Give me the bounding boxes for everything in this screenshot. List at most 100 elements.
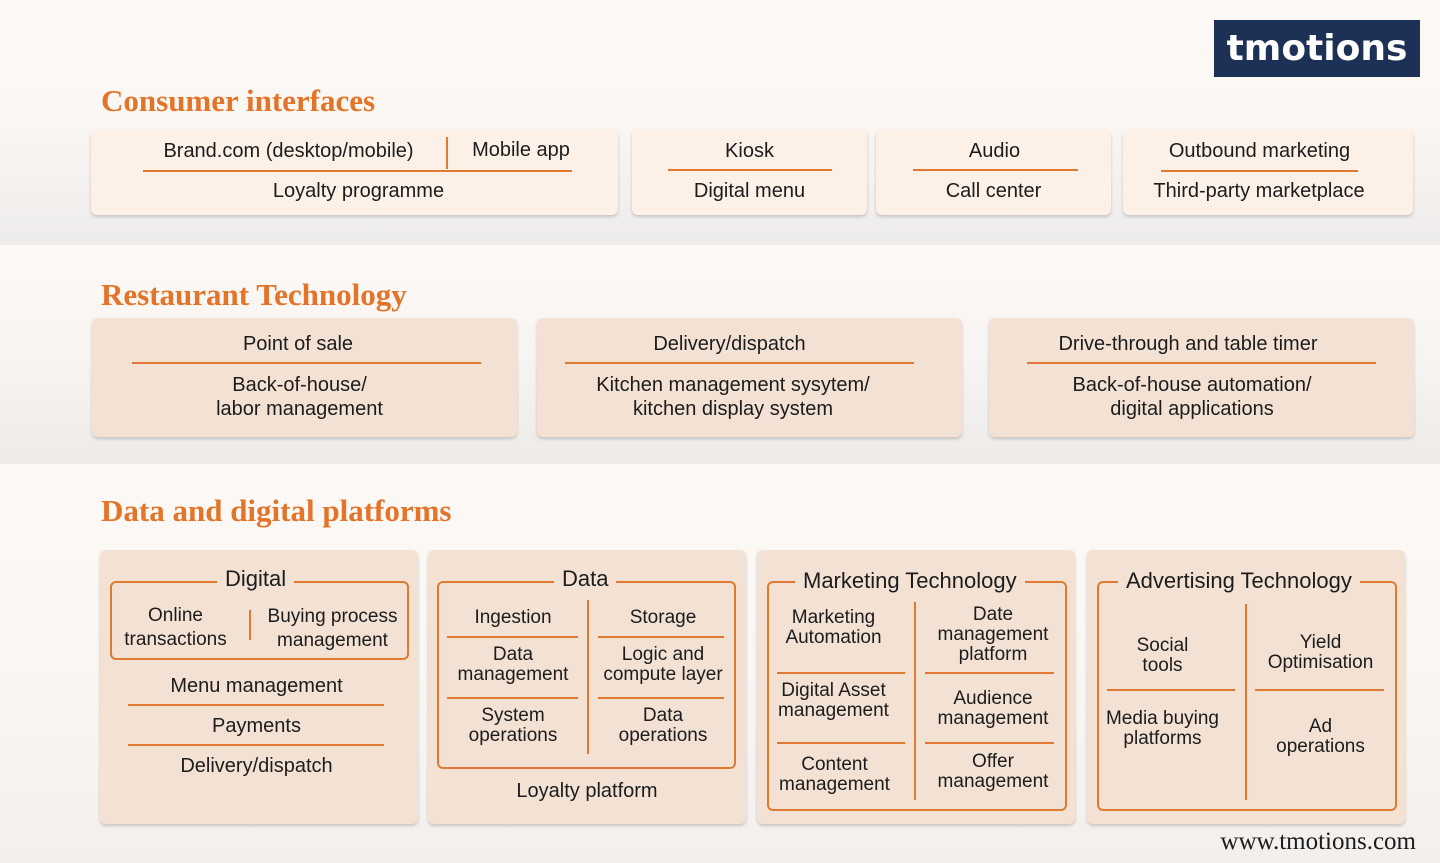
card-kiosk: Kiosk Digital menu (632, 129, 867, 215)
boha-line-1: Back-of-house automation/ (1072, 374, 1312, 396)
ingestion-label: Ingestion (474, 607, 552, 628)
tmotions-logo: tmotions (1214, 20, 1420, 77)
consumer-title: Consumer interfaces (101, 83, 376, 118)
restaurant-title: Restaurant Technology (101, 277, 407, 312)
card-adtech: Advertising Technology Social tools Yiel… (1087, 550, 1405, 824)
divider-h (447, 636, 578, 638)
divider-h (598, 697, 724, 699)
divider-h (913, 169, 1078, 171)
dmp-line-3: platform (958, 644, 1028, 665)
loyalty-platform-label: Loyalty platform (516, 780, 658, 802)
data-platforms-title: Data and digital platforms (101, 493, 452, 528)
social-line-2: tools (1142, 655, 1183, 676)
kms-line-2: kitchen display system (632, 398, 834, 420)
cm-line-1: Content (801, 754, 868, 775)
cm-line-2: management (779, 774, 890, 795)
martech-title: Marketing Technology (795, 568, 1025, 594)
card-brand: Brand.com (desktop/mobile) Mobile app Lo… (91, 129, 618, 215)
audio-label: Audio (968, 140, 1021, 162)
logo-text: tmotions (1226, 28, 1408, 69)
digital-menu-label: Digital menu (693, 180, 806, 202)
online-line-1: Online (148, 605, 203, 626)
delivery-dispatch-label: Delivery/dispatch (180, 755, 333, 777)
website-url[interactable]: www.tmotions.com (1220, 828, 1416, 855)
divider-h (447, 697, 578, 699)
adops-line-1: Ad (1308, 716, 1333, 737)
dmp-line-2: management (937, 624, 1049, 645)
divider-h (143, 170, 572, 172)
card-pos: Point of sale Back-of-house/ labor manag… (92, 318, 517, 437)
dam-line-1: Digital Asset (781, 680, 886, 701)
card-drive: Drive-through and table timer Back-of-ho… (989, 318, 1414, 437)
online-line-2: transactions (124, 629, 227, 650)
kiosk-label: Kiosk (725, 140, 774, 162)
divider-h (668, 169, 832, 171)
divider-h (598, 636, 724, 638)
adtech-frame (1097, 581, 1397, 811)
kms-line-1: Kitchen management sysytem/ (596, 374, 870, 396)
mobile-app-label: Mobile app (472, 139, 570, 161)
divider-h (128, 744, 384, 746)
divider-h (1161, 170, 1358, 172)
boh-line-1: Back-of-house/ (232, 374, 367, 396)
ma-line-1: Marketing (791, 607, 876, 628)
logic-line-2: compute layer (603, 664, 723, 685)
storage-label: Storage (629, 607, 697, 628)
third-party-label: Third-party marketplace (1153, 180, 1365, 202)
digital-title: Digital (217, 566, 295, 592)
divider-h (777, 742, 905, 744)
social-line-1: Social (1136, 635, 1189, 656)
divider-v (587, 600, 589, 754)
system-ops-line-2: operations (468, 725, 558, 746)
loyalty-programme-label: Loyalty programme (272, 180, 445, 202)
divider-h (777, 672, 905, 674)
data-mgmt-line-2: management (457, 664, 569, 685)
divider-v (1245, 604, 1247, 800)
aud-line-1: Audience (953, 688, 1033, 709)
media-line-1: Media buying (1105, 708, 1220, 729)
buying-line-1: Buying process (267, 606, 398, 627)
card-audio: Audio Call center (876, 129, 1111, 215)
adtech-title: Advertising Technology (1118, 568, 1360, 594)
divider-v (249, 610, 251, 640)
payments-label: Payments (212, 715, 301, 737)
boha-line-2: digital applications (1110, 398, 1274, 420)
divider-h (1107, 689, 1235, 691)
yield-line-2: Optimisation (1267, 652, 1374, 673)
card-outbound: Outbound marketing Third-party marketpla… (1123, 129, 1413, 215)
divider-h (132, 362, 481, 364)
divider-h (925, 742, 1054, 744)
yield-line-1: Yield (1299, 632, 1342, 653)
outbound-label: Outbound marketing (1168, 140, 1351, 162)
data-ops-line-2: operations (618, 725, 708, 746)
card-digital: Digital Online transactions Buying proce… (100, 550, 418, 824)
divider-v (914, 602, 916, 800)
card-data: Data Ingestion Storage Data management L… (428, 550, 746, 824)
data-ops-line-1: Data (642, 705, 684, 726)
delivery-label: Delivery/dispatch (653, 333, 806, 355)
adops-line-2: operations (1276, 736, 1365, 757)
buying-line-2: management (277, 630, 388, 651)
divider-h (1255, 689, 1384, 691)
logic-line-1: Logic and (621, 644, 705, 665)
drive-label: Drive-through and table timer (1058, 333, 1318, 355)
menu-management-label: Menu management (170, 675, 343, 697)
system-ops-line-1: System (481, 705, 545, 726)
om-line-2: management (937, 771, 1049, 792)
dmp-line-1: Date (972, 604, 1014, 625)
brand-label: Brand.com (desktop/mobile) (163, 140, 414, 162)
data-title: Data (554, 566, 617, 592)
ma-line-2: Automation (785, 627, 882, 648)
aud-line-2: management (937, 708, 1049, 729)
media-line-2: platforms (1123, 728, 1202, 749)
divider-h (925, 672, 1054, 674)
call-center-label: Call center (945, 180, 1042, 202)
data-mgmt-line-1: Data (492, 644, 534, 665)
card-delivery: Delivery/dispatch Kitchen management sys… (537, 318, 962, 437)
dam-line-2: management (778, 700, 889, 721)
divider-h (128, 704, 384, 706)
divider-v (446, 137, 448, 169)
divider-h (1027, 362, 1376, 364)
card-martech: Marketing Technology Marketing Automatio… (757, 550, 1075, 824)
divider-h (565, 362, 914, 364)
